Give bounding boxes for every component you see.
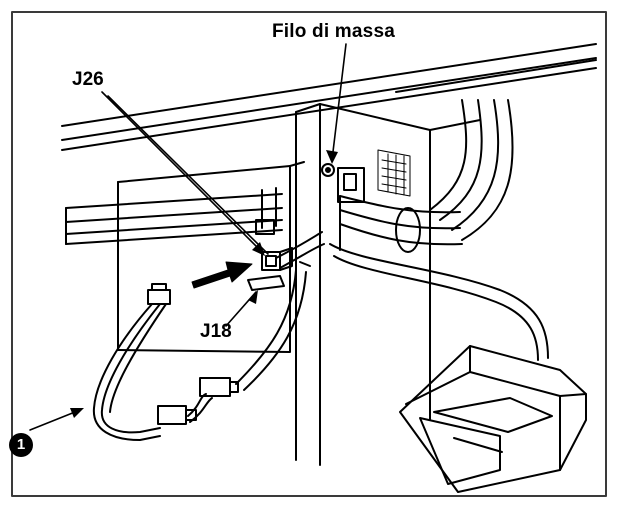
- foot-pedal: [399, 345, 587, 493]
- table-leg: [295, 103, 321, 466]
- ground-wire-label: Filo di massa: [272, 21, 395, 42]
- pedal-cable: [329, 243, 549, 361]
- table-top: [61, 43, 597, 151]
- ground-screw: [321, 163, 365, 203]
- wiring-harness: [92, 283, 239, 441]
- connector-j18-shape: [247, 275, 285, 291]
- callout-1-badge: 1: [9, 433, 33, 457]
- connector-j26-shape: [261, 247, 293, 271]
- cable-bundle: [339, 99, 514, 253]
- leader-arrowheads: [70, 150, 338, 418]
- connector-j26-label: J26: [72, 69, 104, 90]
- connector-j18-label: J18: [200, 321, 232, 342]
- figure-frame: [11, 11, 607, 497]
- insertion-arrow: [191, 261, 253, 289]
- side-box: [319, 59, 597, 421]
- connector-cable: [235, 231, 325, 391]
